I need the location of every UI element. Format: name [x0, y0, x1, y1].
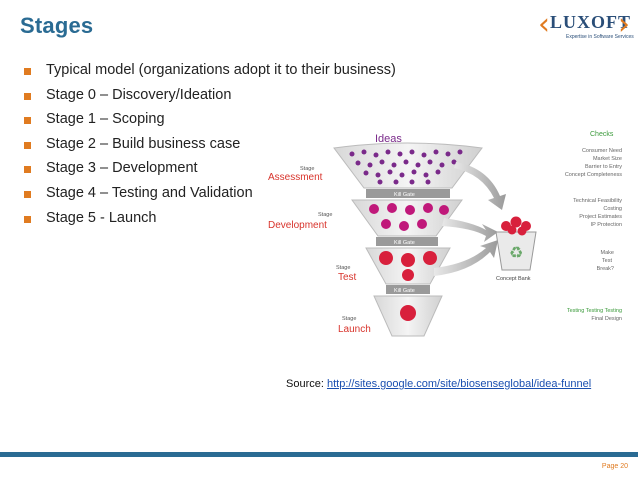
slide-title: Stages — [20, 13, 94, 38]
bullet-square-icon — [24, 190, 31, 198]
checks-group-2: Technical Feasibility Costing Project Es… — [573, 198, 622, 228]
check-item: Concept Completeness — [565, 172, 622, 178]
logo-left-bracket-icon: ‹ — [538, 7, 550, 42]
funnel-tier-development — [351, 199, 463, 237]
page-number: Page 20 — [601, 463, 628, 470]
bullet-square-icon — [24, 141, 31, 149]
idea-dots-tier1 — [349, 149, 463, 185]
kill-gate-2 — [376, 237, 438, 246]
stage-label-launch: Launch — [338, 324, 371, 335]
checks-title: Checks — [590, 131, 614, 138]
recycle-icon: ♻ — [509, 245, 523, 262]
luxoft-logo: ‹ LUXOFT Expertise in Software Services … — [536, 7, 634, 50]
concept-bank-balls — [501, 216, 531, 236]
bullet-square-icon — [24, 68, 31, 75]
source-link[interactable]: http://sites.google.com/site/biosenseglo… — [326, 378, 592, 390]
stage-label-test: Test — [338, 272, 357, 283]
check-item: Make — [601, 250, 614, 256]
logo-tagline: Expertise in Software Services — [566, 34, 634, 40]
source-label: Source: — [286, 378, 327, 390]
check-item: Technical Feasibility — [573, 198, 622, 204]
stage-word-2: Stage — [318, 212, 332, 218]
bullet-square-icon — [24, 166, 31, 174]
kill-gate-2-label: Kill Gate — [394, 240, 415, 246]
check-item: Market Size — [593, 156, 622, 162]
testing-label: Testing Testing Testing — [567, 308, 622, 314]
source-citation: Source: http://sites.google.com/site/bio… — [286, 378, 591, 390]
stage-word-1: Stage — [300, 166, 314, 172]
arrow-3 — [434, 240, 498, 276]
ideas-label: Ideas — [375, 133, 402, 145]
footer-band — [0, 457, 638, 479]
logo-text: LUXOFT — [550, 12, 632, 32]
bullet-square-icon — [24, 117, 31, 125]
bullet-square-icon — [24, 92, 31, 100]
kill-gate-3-label: Kill Gate — [394, 288, 415, 294]
kill-gate-1-label: Kill Gate — [394, 192, 415, 198]
idea-funnel-diagram: Ideas Stage Assessment Kill Gate Stage D… — [268, 131, 622, 337]
arrow-2 — [442, 218, 498, 242]
check-item: Barrier to Entry — [585, 164, 622, 170]
checks-group-1: Consumer Need Market Size Barrier to Ent… — [565, 148, 622, 178]
check-item: Test — [602, 258, 613, 264]
idea-dots-tier2 — [369, 203, 449, 231]
funnel-tier-assessment — [333, 142, 483, 189]
idea-dots-tier3 — [379, 251, 437, 281]
check-item: Break? — [597, 266, 614, 272]
stage-label-assessment: Assessment — [268, 172, 323, 183]
arrow-1 — [454, 162, 506, 210]
concept-bank-label: Concept Bank — [496, 276, 531, 282]
stage-word-4: Stage — [342, 316, 356, 322]
final-design-label: Final Design — [591, 316, 622, 322]
kill-gate-3 — [386, 285, 430, 294]
checks-group-3: Make Test Break? — [597, 250, 614, 272]
check-item: Project Estimates — [579, 214, 622, 220]
launch-idea-dot — [400, 305, 416, 321]
check-item: Consumer Need — [582, 148, 622, 154]
logo-right-bracket-icon: › — [618, 7, 630, 42]
kill-gate-1 — [366, 189, 450, 198]
check-item: IP Protection — [591, 222, 622, 228]
stage-word-3: Stage — [336, 265, 350, 271]
footer-bar — [0, 452, 638, 457]
stage-label-development: Development — [268, 220, 327, 231]
check-item: Costing — [603, 206, 622, 212]
bullet-square-icon — [24, 215, 31, 223]
